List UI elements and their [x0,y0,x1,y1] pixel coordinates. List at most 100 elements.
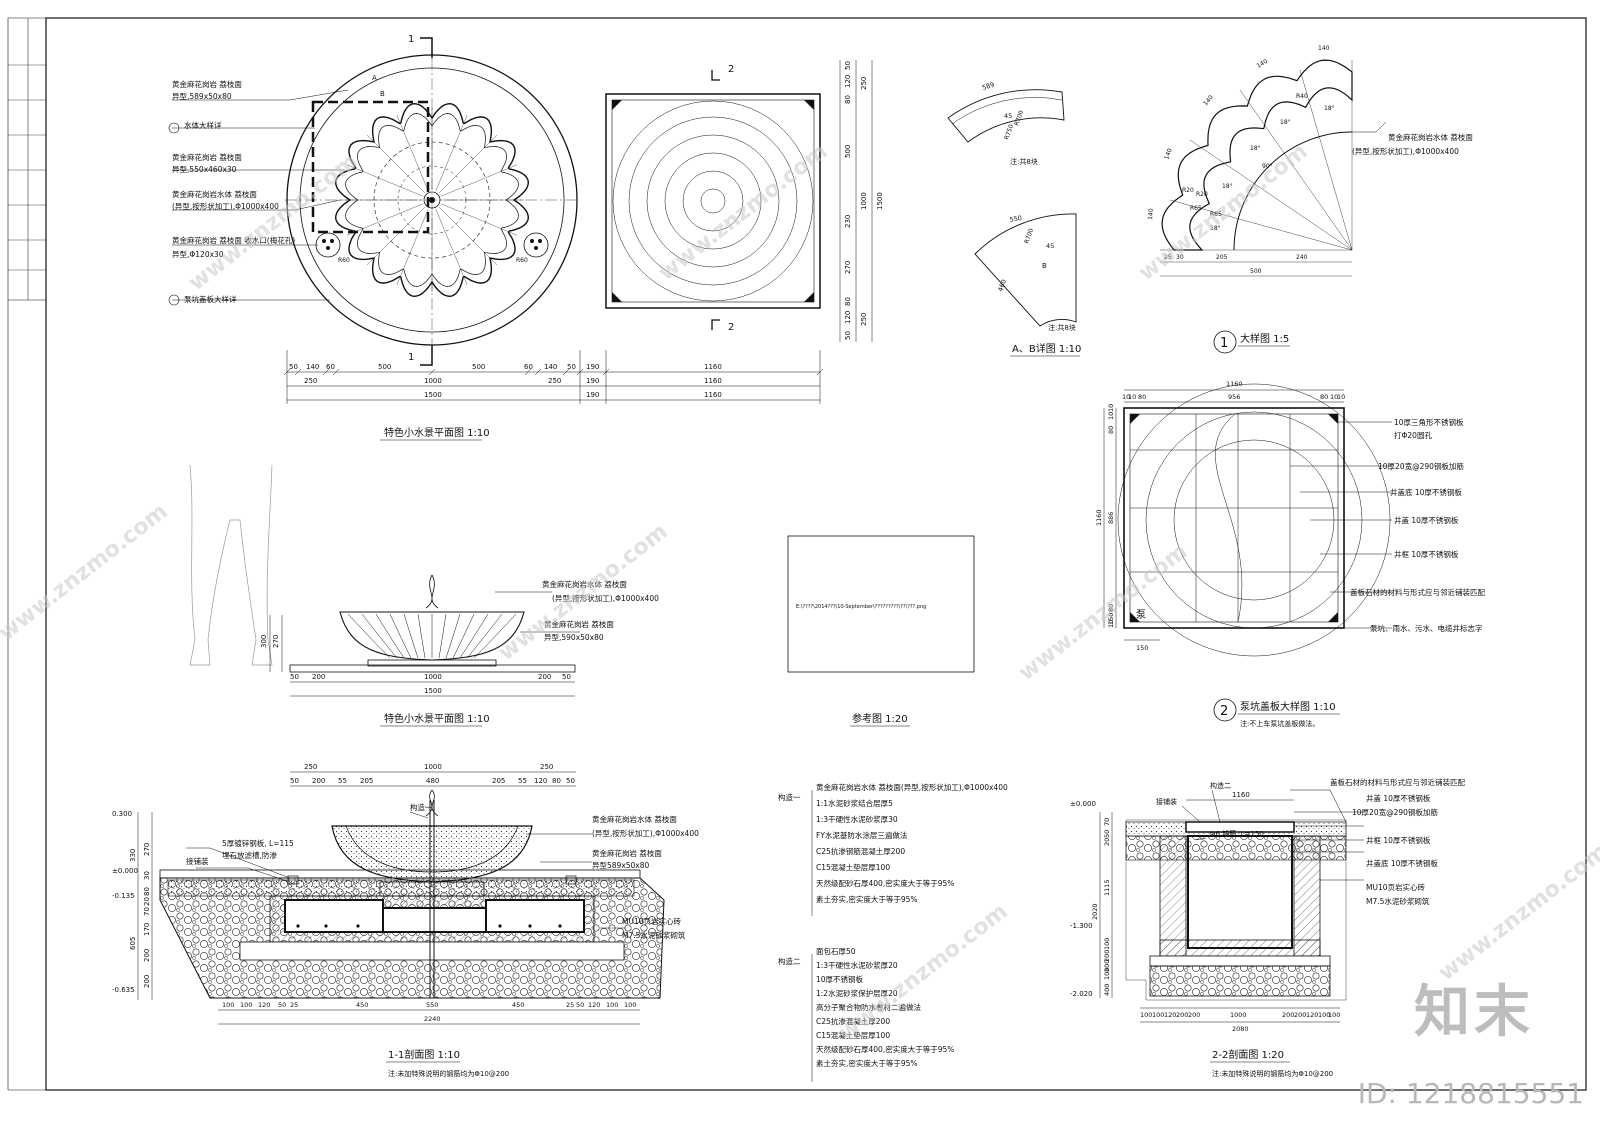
s11-td1-1: 1000 [424,763,442,771]
elev-note1: 黄金麻花岗岩水体 荔枝面 [542,579,627,589]
basin-ray [396,114,429,191]
pit-side-total: 1160 [1095,509,1103,526]
elev-dim-3: 200 [538,673,551,681]
basin-rib [473,613,517,659]
s11-note-5: M7.5水泥砂浆砌筑 [622,930,686,940]
elev-side-0: 300 [260,635,268,648]
pit-note-2: 10厚20宽@290钢板加筋 [1378,461,1464,471]
elev-dim-4: 50 [562,673,571,681]
plan1-dim-5: 60 [524,363,533,371]
plan1-note-7: 黄金麻花岗岩 荔枝面 收水口(梅花孔) [172,235,295,245]
plan1-title: 特色小水景平面图 1:10 [384,426,490,439]
dim-tick [322,368,330,376]
s22-bd-9: 100 [1318,1011,1330,1019]
s11-note-1: (异型,按形状加工),Φ1000x400 [592,828,699,838]
d1-dim-3: 140 [1163,147,1174,160]
s11-bd-8: 25 [566,1001,574,1009]
s11-btotal: 2240 [424,1015,441,1023]
sq-dim-bot-0: 190 [586,391,599,399]
s22-top-dim: 1160 [1232,791,1250,799]
s22-bd-10: 100 [1328,1011,1340,1019]
s11-bd-0: 100 [222,1001,234,1009]
s22-label-1: 接铺装 [1156,797,1177,806]
pit-cover-detail: 泵 10 10 80 956 80 10 10 1160 10 10 80 88… [1095,380,1485,728]
basin-ray [441,164,518,197]
s22-note-5: MU10页岩实心砖 [1366,882,1426,892]
d1-dim-8: 18° [1222,183,1233,190]
sq-side-6: 80 [844,297,852,306]
d1-dim-9: 18° [1210,225,1221,232]
s22-bd-0: 100 [1140,1011,1152,1019]
elev-note4: 异型,590x50x80 [544,633,604,642]
s11-td2-6: 55 [518,777,527,785]
s11-sd-1: 270 [143,843,151,856]
section2-bottom: 2 [728,322,734,333]
plan1-dim2-0: 250 [304,377,317,385]
build1-line-4: C25抗渗钢筋混凝土厚200 [816,846,905,856]
s22-sd-8: 100 [1103,968,1111,980]
d1-dim-12: R20 [1196,191,1208,198]
basin-rib [445,613,461,659]
elev-dim-1: 200 [312,673,325,681]
basin-ray [438,206,498,266]
s22-title: 2-2剖面图 1:20 [1212,1048,1284,1061]
pit-num: 2 [1220,704,1228,719]
s11-bd-6: 550 [426,1001,438,1009]
ab-title: A、B详图 1:10 [1012,342,1081,355]
build2-line-8: 素土夯实,密实度大于等于95% [816,1058,918,1068]
water-ring [700,188,726,214]
s11-td1-2: 250 [540,763,553,771]
s11-sd-3: 80 [143,887,151,896]
construction-notes-2: 构造二 面包石厚50 1:3干硬性水泥砂浆厚20 10厚不锈钢板 1:2水泥砂浆… [778,946,954,1082]
d1-dim-5: 18° [1324,105,1335,112]
water-ring [646,134,780,268]
a-dim-2: R750 [1003,123,1015,140]
d1-dim-11: R20 [1182,187,1194,194]
s11-bd-9: 50 [576,1001,584,1009]
pit-note-1: 打Φ20圆孔 [1394,430,1432,440]
reference-path: E:\????\2014???\10-September\?????????\?… [796,604,926,610]
basin-rib [389,613,412,659]
pit-title: 泵坑盖板大样图 1:10 [1240,700,1336,713]
s11-lv-1: ±0.000 [112,867,138,875]
s11-label-2: 接铺装 [186,856,209,866]
plan-square-pit: 2 2 190 1160 190 1160 190 1160 50 120 80… [580,60,884,404]
construction-notes-1: 构造一 黄金麻花岗岩水体 荔枝面(异型,按形状加工),Φ1000x400 1:1… [778,782,1008,916]
basin-ray [441,203,518,236]
plan1-dim-3: 500 [378,363,391,371]
basin-ray [435,209,468,286]
s11-label-1: 埋石放滤槽,防渗 [222,850,277,860]
build1-line-1: 1:1水泥砂浆结合层厚5 [816,798,893,808]
pit-top-3: 956 [1228,393,1240,401]
sq-side-2: 80 [844,95,852,104]
s11-bd-5: 450 [356,1001,368,1009]
pit-note-5: 井框 10厚不锈钢板 [1394,549,1459,559]
s11-sd-4: 20 [143,897,151,906]
basin-rib [361,613,398,659]
dim-tick [294,368,302,376]
basin-ray [366,134,426,194]
sq-dim-top-1: 1160 [704,363,722,371]
s11-sd-9: 200 [143,975,151,988]
s22-bd-3: 200 [1176,1011,1188,1019]
dim-tick [534,368,542,376]
plan1-note-8: 异型,Φ120x30 [172,250,224,259]
a-dim-3: R700 [1013,109,1025,126]
detail-scallop: 黄金麻花岗岩水体 荔枝面 (异型,按形状加工),Φ1000x400 140 14… [1147,45,1473,354]
d1-bdim-1: 30 [1176,254,1184,261]
sq-side-7: 120 [844,311,852,324]
s22-bd-4: 200 [1188,1011,1200,1019]
basin-ray [438,134,498,194]
plan1-note-2: 水体大样详 [184,120,222,130]
pit-note-3: 井盖底 10厚不锈钢板 [1390,487,1462,497]
sq-side-1: 120 [844,75,852,88]
s22-note-4: 井盖底 10厚不锈钢板 [1366,858,1438,868]
plan1-note-3: 黄金麻花岗岩 荔枝面 [172,152,242,162]
water-ring [628,116,798,286]
s11-td2-4: 480 [426,777,439,785]
s22-note-6: M7.5水泥砂浆砌筑 [1366,896,1430,906]
build2-line-0: 面包石厚50 [816,946,856,956]
sq-group-2: 250 [860,313,868,326]
s22-label-0: 构造二 [1210,781,1231,790]
